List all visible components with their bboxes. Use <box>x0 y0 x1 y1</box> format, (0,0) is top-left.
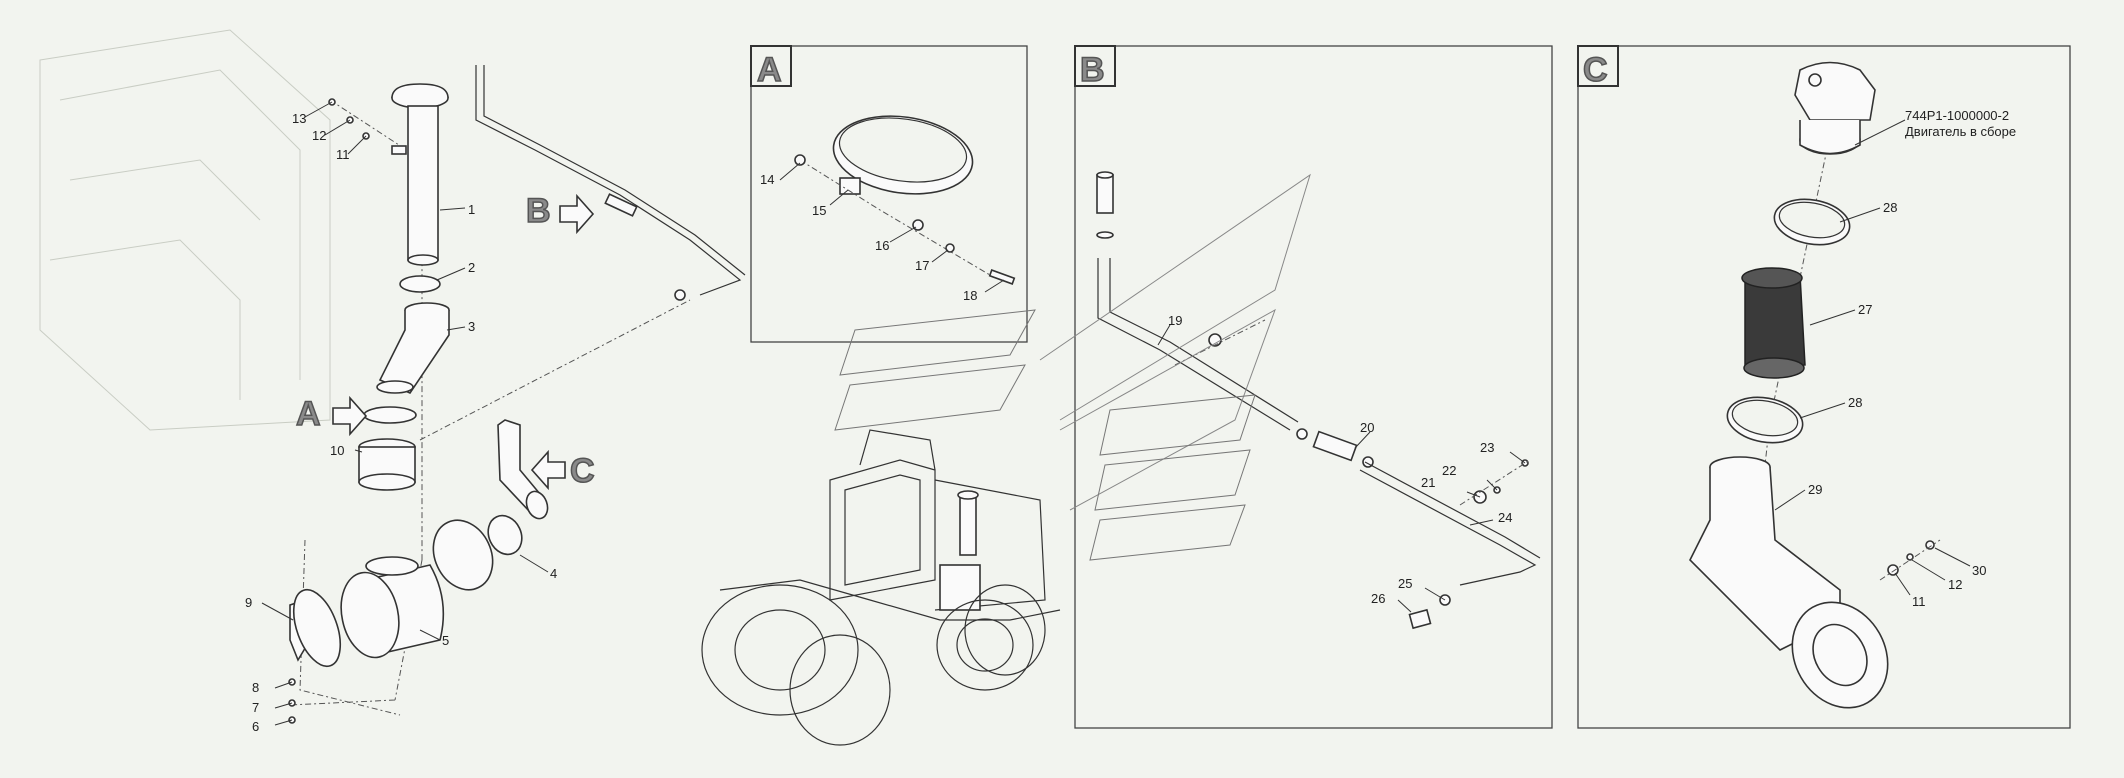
arrow-b-letter: B <box>526 192 551 230</box>
callout-11: 11 <box>336 147 350 162</box>
callout-22: 22 <box>1442 463 1456 478</box>
panel-a: A 14 15 16 17 18 <box>750 45 1028 343</box>
panel-c-tag-box <box>1577 45 1619 87</box>
callout-4: 4 <box>550 566 557 581</box>
part-24-rod <box>1359 469 1537 586</box>
part-2-clamp <box>399 275 441 293</box>
arrow-b-group: B <box>525 191 595 235</box>
arrow-a-letter: A <box>296 395 321 433</box>
callout-30: 30 <box>1972 563 1986 578</box>
callout-9: 9 <box>245 595 252 610</box>
callout-23: 23 <box>1480 440 1494 455</box>
callout-28-bottom: 28 <box>1848 395 1862 410</box>
callout-15: 15 <box>812 203 826 218</box>
arrow-c-letter: C <box>570 452 595 490</box>
left-callouts: 13 12 11 1 2 3 10 9 8 7 6 5 4 <box>245 111 557 734</box>
arrow-a-group: A <box>295 394 368 437</box>
gasket <box>432 519 494 591</box>
part-3-elbow <box>376 302 450 394</box>
part-1-intake-pipe <box>391 83 449 266</box>
callout-19: 19 <box>1168 313 1182 328</box>
callout-27: 27 <box>1858 302 1872 317</box>
part-15-clamp-band <box>832 115 974 195</box>
arrow-a-icon <box>332 395 368 437</box>
clamp-a <box>363 406 417 424</box>
panel-a-tag-box <box>750 45 792 87</box>
callout-17: 17 <box>915 258 929 273</box>
callout-11-c: 11 <box>1912 594 1926 609</box>
panel-c-tag: C <box>1583 51 1608 89</box>
background-cab-outline <box>39 29 331 431</box>
part-tube-top <box>1096 171 1114 239</box>
part-5-filter <box>340 556 445 659</box>
callout-24: 24 <box>1498 510 1512 525</box>
part-20-sleeve <box>1296 428 1374 468</box>
tractor-illustration <box>701 309 1256 746</box>
part-27-hose <box>1741 267 1806 379</box>
panel-b-tag: B <box>1080 51 1105 89</box>
callout-28-top: 28 <box>1883 200 1897 215</box>
callout-6: 6 <box>252 719 259 734</box>
callout-16: 16 <box>875 238 889 253</box>
rod-b <box>475 65 746 301</box>
callout-12: 12 <box>312 128 326 143</box>
callout-29: 29 <box>1808 482 1822 497</box>
callout-12-c: 12 <box>1948 577 1962 592</box>
callout-13: 13 <box>292 111 306 126</box>
panel-a-frame <box>750 45 1028 343</box>
callout-21: 21 <box>1421 475 1435 490</box>
callout-14: 14 <box>760 172 774 187</box>
callout-8: 8 <box>252 680 259 695</box>
callout-20: 20 <box>1360 420 1374 435</box>
arrow-c-icon <box>530 449 566 491</box>
callout-26: 26 <box>1371 591 1385 606</box>
panel-c-frame <box>1577 45 2071 729</box>
engine-part-number: 744P1-1000000-2 <box>1905 108 2009 123</box>
panel-a-tag: A <box>757 51 782 89</box>
panel-c: C <box>1577 45 2071 729</box>
part-29-elbow <box>1689 456 1889 709</box>
arrow-c-group: C <box>530 449 595 491</box>
callout-1: 1 <box>468 202 475 217</box>
engine-outlet <box>1794 61 1876 155</box>
callout-18: 18 <box>963 288 977 303</box>
engine-caption: Двигатель в сборе <box>1905 124 2016 139</box>
left-assembly <box>288 65 746 724</box>
callout-2: 2 <box>468 260 475 275</box>
part-26 <box>1408 608 1432 630</box>
callout-3: 3 <box>468 319 475 334</box>
part-10-sleeve <box>358 438 416 491</box>
part-9-endcap <box>289 588 342 668</box>
part-4-flange <box>487 514 523 556</box>
callout-5: 5 <box>442 633 449 648</box>
hose-c <box>497 419 549 520</box>
callout-10: 10 <box>330 443 344 458</box>
panel-b-tag-box <box>1074 45 1116 87</box>
callout-7: 7 <box>252 700 259 715</box>
callout-25: 25 <box>1398 576 1412 591</box>
left-leaders <box>261 101 549 726</box>
panel-b-frame <box>1074 45 1553 729</box>
arrow-b-icon <box>559 193 595 235</box>
panel-b: B <box>1039 45 1553 729</box>
part-19-rod <box>1097 258 1291 431</box>
